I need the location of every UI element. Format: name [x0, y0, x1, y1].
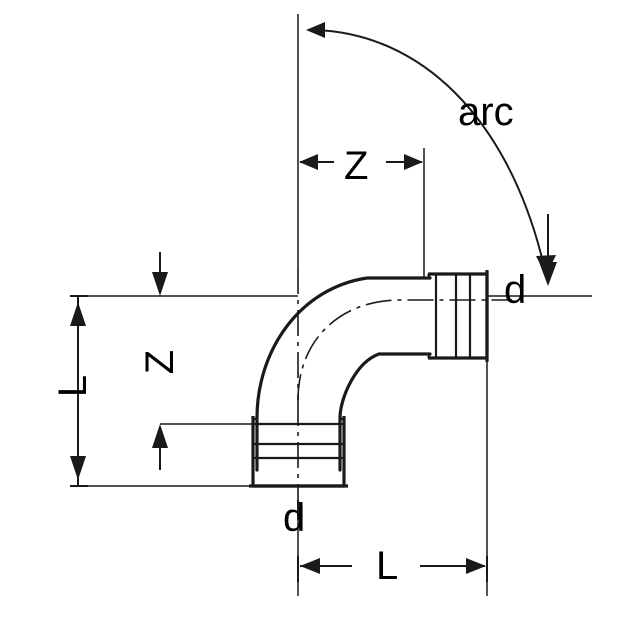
elbow-outer-contour	[255, 276, 432, 472]
z-vert-arrowhead-top	[152, 272, 168, 296]
extension-lines	[70, 14, 592, 596]
arc-leader-curve	[315, 29, 543, 259]
label-d-right: d	[504, 268, 527, 312]
label-z-top: Z	[344, 144, 369, 188]
label-arc: arc	[458, 90, 514, 134]
fitting-center-line	[297, 268, 512, 500]
l-vert-arrowhead-top	[70, 302, 86, 326]
right-socket	[427, 270, 489, 362]
z-vert-arrowhead-bottom	[152, 424, 168, 448]
fitting-outline	[255, 276, 432, 472]
l-horiz-arrowhead-left	[300, 558, 320, 574]
label-l-bottom: L	[376, 544, 399, 588]
l-vertical-dimension-line	[70, 295, 88, 487]
label-l-left: L	[51, 374, 96, 398]
elbow-inner-contour	[338, 352, 432, 472]
bottom-socket-shoulder-right	[339, 417, 345, 421]
l-vert-arrowhead-bottom	[70, 456, 86, 480]
l-horiz-arrowhead-right	[466, 558, 486, 574]
bottom-socket-shoulder-left	[252, 417, 258, 421]
right-socket-shoulder-bottom	[427, 353, 431, 359]
d-right-arrowhead	[539, 262, 557, 286]
z-horiz-arrowhead-left	[299, 154, 318, 170]
arc-arrowhead-left	[306, 22, 325, 38]
label-z-left: Z	[138, 349, 183, 375]
right-socket-shoulder-top	[427, 273, 431, 279]
label-d-bottom: d	[283, 496, 306, 540]
z-horiz-arrowhead-right	[404, 154, 423, 170]
center-line-arc	[297, 299, 512, 401]
arc-dimension	[315, 29, 543, 259]
